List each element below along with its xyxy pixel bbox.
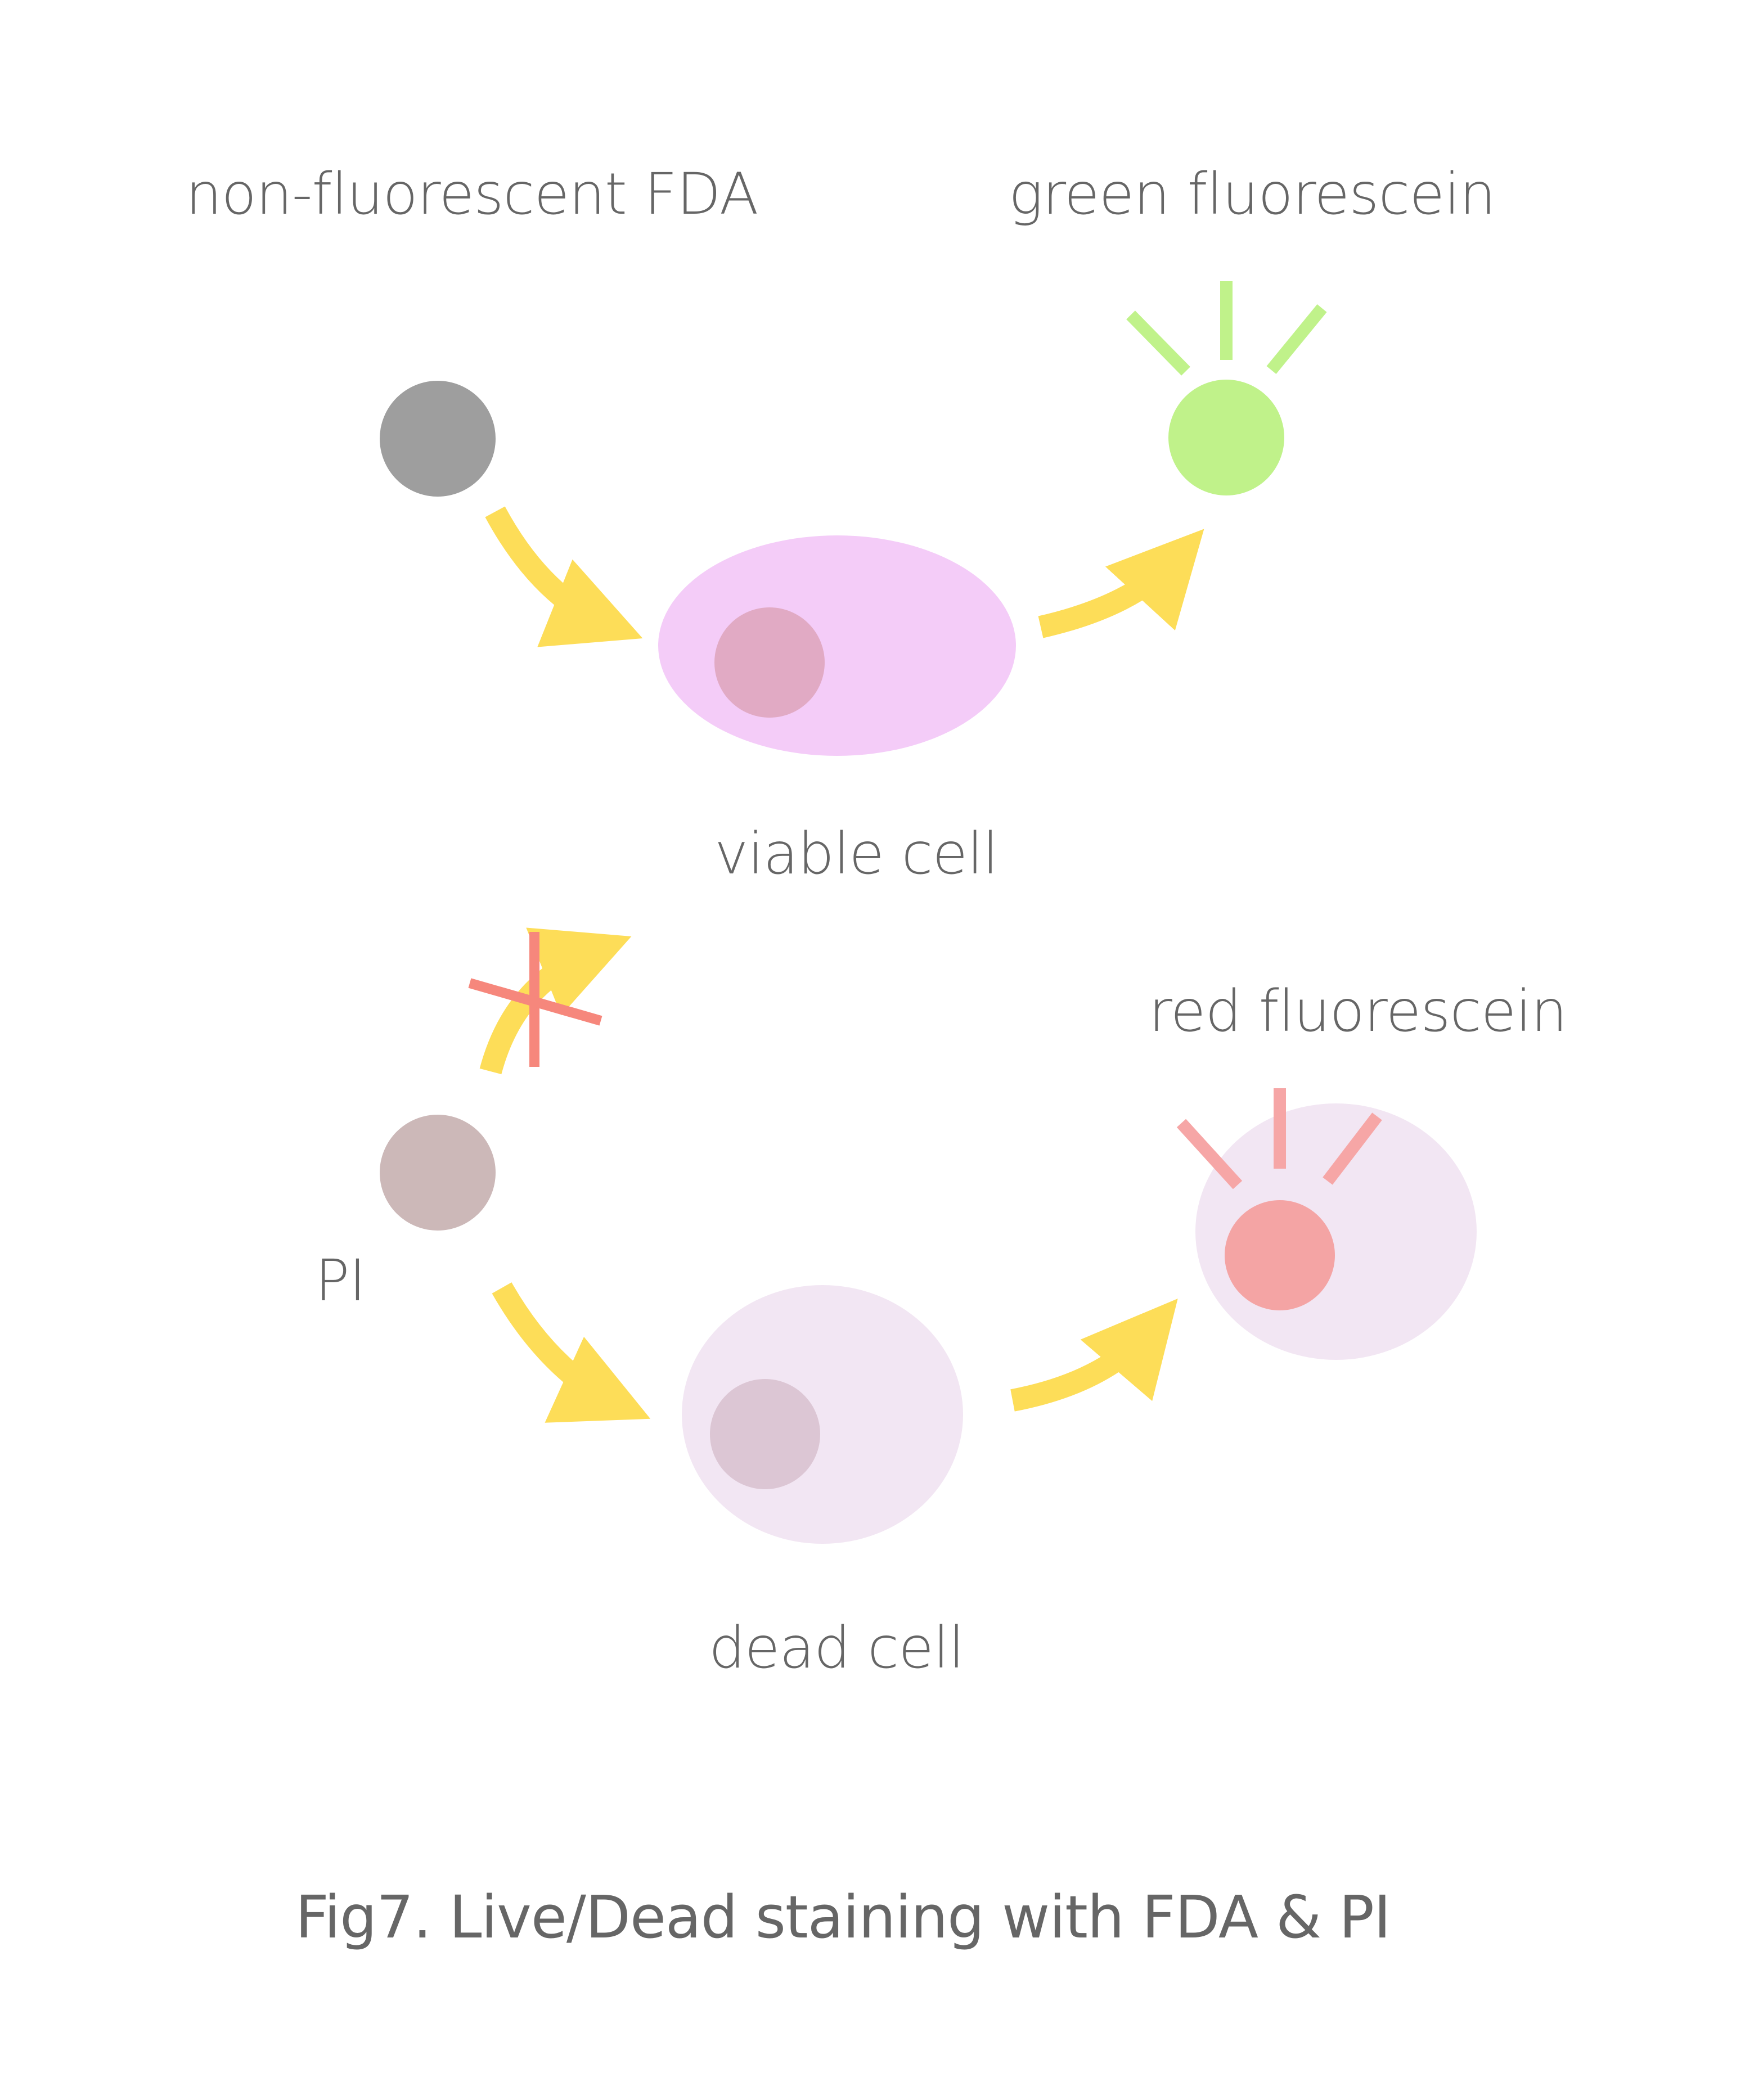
blocked-cross-icon: [468, 932, 602, 1067]
green-fluorescein-dot: [1168, 380, 1284, 495]
arrow-pi-to-dead-cell: [492, 1282, 651, 1423]
arrow-fda-to-viable-cell: [485, 506, 643, 647]
viable-cell-label: viable cell: [714, 821, 998, 887]
red-fluorescein-dot: [1225, 1200, 1335, 1310]
pi-label: PI: [315, 1247, 366, 1314]
viable-cell-nucleus: [714, 607, 825, 718]
green-fluorescence-rays: [1126, 281, 1327, 376]
red-fluorescence-rays: [1176, 1088, 1382, 1189]
figure-caption: Fig7. Live/Dead staining with FDA & PI: [295, 1883, 1391, 1952]
pi-molecule: [380, 1115, 496, 1231]
arrow-dead-cell-to-red-fluorescein: [1010, 1298, 1178, 1412]
arrow-viable-cell-to-green-fluorescein: [1038, 529, 1204, 638]
red-fluorescein-label: red fluorescein: [1149, 978, 1567, 1045]
viable-cell: [658, 535, 1016, 756]
green-fluorescein-label: green fluorescein: [1009, 161, 1495, 228]
fda-molecule: [380, 381, 496, 497]
fda-label: non-fluorescent FDA: [186, 161, 758, 228]
dead-cell-label: dead cell: [709, 1615, 964, 1682]
dead-cell-nucleus: [710, 1379, 820, 1489]
